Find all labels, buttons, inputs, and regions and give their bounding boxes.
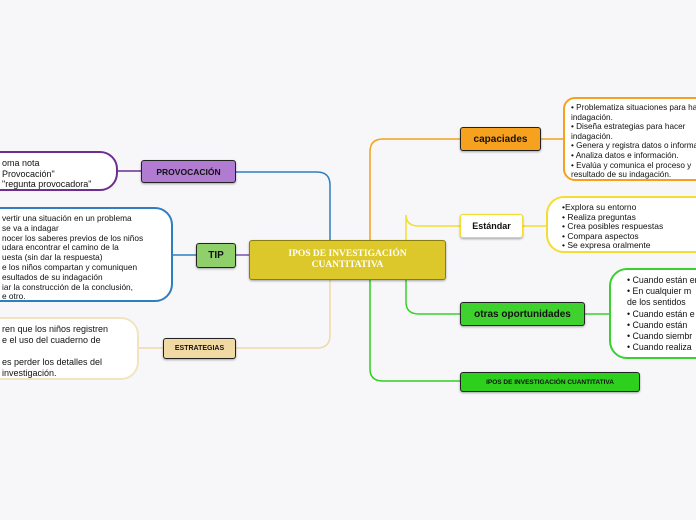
tip-note-line: e los niños compartan y comuniquen <box>2 261 138 272</box>
estandar-note-line: • Se expresa oralmente <box>562 240 651 251</box>
oportunidades-note-line: • Cuando están e <box>627 308 695 319</box>
central-topic[interactable]: IPOS DE INVESTIGACIÓN CUANTITATIVA <box>249 240 446 280</box>
estandar-note-line: • Crea posibles respuestas <box>562 221 664 232</box>
estandar-note-line: • Compara aspectos <box>562 230 639 241</box>
oportunidades-note-line: • En cualquier m <box>627 286 692 297</box>
estandar-note-line: •Explora su entorno <box>562 202 637 212</box>
provocacion-note-line: oma nota <box>2 158 40 168</box>
tipos-node[interactable]: IPOS DE INVESTIGACIÓN CUANTITATIVA <box>460 372 640 392</box>
capacidades-node[interactable]: capaciades <box>460 127 541 151</box>
provocacion-label: PROVOCACIÓN <box>156 166 221 177</box>
oportunidades-note-line: • Cuando están <box>627 319 688 330</box>
tip-node[interactable]: TIP <box>196 243 236 268</box>
capacidades-label: capaciades <box>473 133 528 145</box>
capacidades-note[interactable]: • Problematiza situaciones para hacer in… <box>563 97 696 181</box>
estrategias-node[interactable]: ESTRATEGIAS <box>163 338 236 359</box>
capacidades-note-line: • Genera y registra datos o información. <box>571 141 696 151</box>
capacidades-note-line: resultado de su indagación. <box>571 170 672 180</box>
estrategias-note-line: ren que los niños registren <box>2 324 109 334</box>
capacidades-note-line: indagación. <box>571 131 613 141</box>
estandar-note-line: • Realiza preguntas <box>562 211 636 222</box>
estrategias-note[interactable]: ren que los niños registren e el uso del… <box>0 317 139 380</box>
oportunidades-node[interactable]: otras oportunidades <box>460 302 585 326</box>
tip-note-line: vertir una situación en un problema <box>2 213 132 223</box>
provocacion-note-line: "regunta provocadora" <box>2 179 92 189</box>
estrategias-note-line <box>2 346 127 357</box>
central-topic-line2: CUANTITATIVA <box>311 260 384 270</box>
capacidades-note-line: indagación. <box>571 112 613 122</box>
estrategias-note-line: e el uso del cuaderno de <box>2 335 101 345</box>
oportunidades-note-line: • Cuando siembr <box>627 331 693 342</box>
estrategias-label: ESTRATEGIAS <box>174 345 225 352</box>
estandar-node[interactable]: Estándar <box>460 214 523 238</box>
capacidades-note-line: • Problematiza situaciones para hacer <box>571 103 696 112</box>
capacidades-note-line: • Evalúa y comunica el proceso y <box>571 160 692 170</box>
oportunidades-note[interactable]: • Cuando están en • En cualquier m de lo… <box>609 268 696 359</box>
provocacion-node[interactable]: PROVOCACIÓN <box>141 160 236 183</box>
oportunidades-note-line: • Cuando realiza <box>627 342 692 353</box>
tip-note-line: udara encontrar el camino de la <box>2 242 119 253</box>
estandar-label: Estándar <box>472 221 511 231</box>
capacidades-note-line: • Diseña estrategias para hacer <box>571 122 686 132</box>
provocacion-note[interactable]: oma nota Provocación" "regunta provocado… <box>0 151 118 191</box>
oportunidades-note-line: • Cuando están en <box>627 275 696 285</box>
tip-note-line: nocer los saberes previos de los niños <box>2 232 144 243</box>
tip-note-line: se va a indagar <box>2 222 59 233</box>
estandar-note[interactable]: •Explora su entorno • Realiza preguntas … <box>546 196 696 253</box>
oportunidades-note-line: de los sentidos <box>627 297 686 308</box>
tip-note-line: iar la construcción de la conclusión, <box>2 281 133 292</box>
capacidades-note-line: • Analiza datos e información. <box>571 150 679 160</box>
oportunidades-label: otras oportunidades <box>474 308 571 320</box>
tip-note[interactable]: vertir una situación en un problema se v… <box>0 207 173 302</box>
tip-note-line: e otro. <box>2 291 26 302</box>
tip-label: TIP <box>208 250 224 261</box>
tip-note-line: esultados de su indagación <box>2 271 103 282</box>
tipos-label: IPOS DE INVESTIGACIÓN CUANTITATIVA <box>486 378 614 386</box>
tip-note-line: uesta (sin dar la respuesta) <box>2 252 103 263</box>
provocacion-note-line: Provocación" <box>2 168 55 179</box>
estrategias-note-line: es perder los detalles del <box>2 357 103 367</box>
central-topic-line1: IPOS DE INVESTIGACIÓN <box>288 249 407 259</box>
estrategias-note-line: investigación. <box>2 368 57 378</box>
